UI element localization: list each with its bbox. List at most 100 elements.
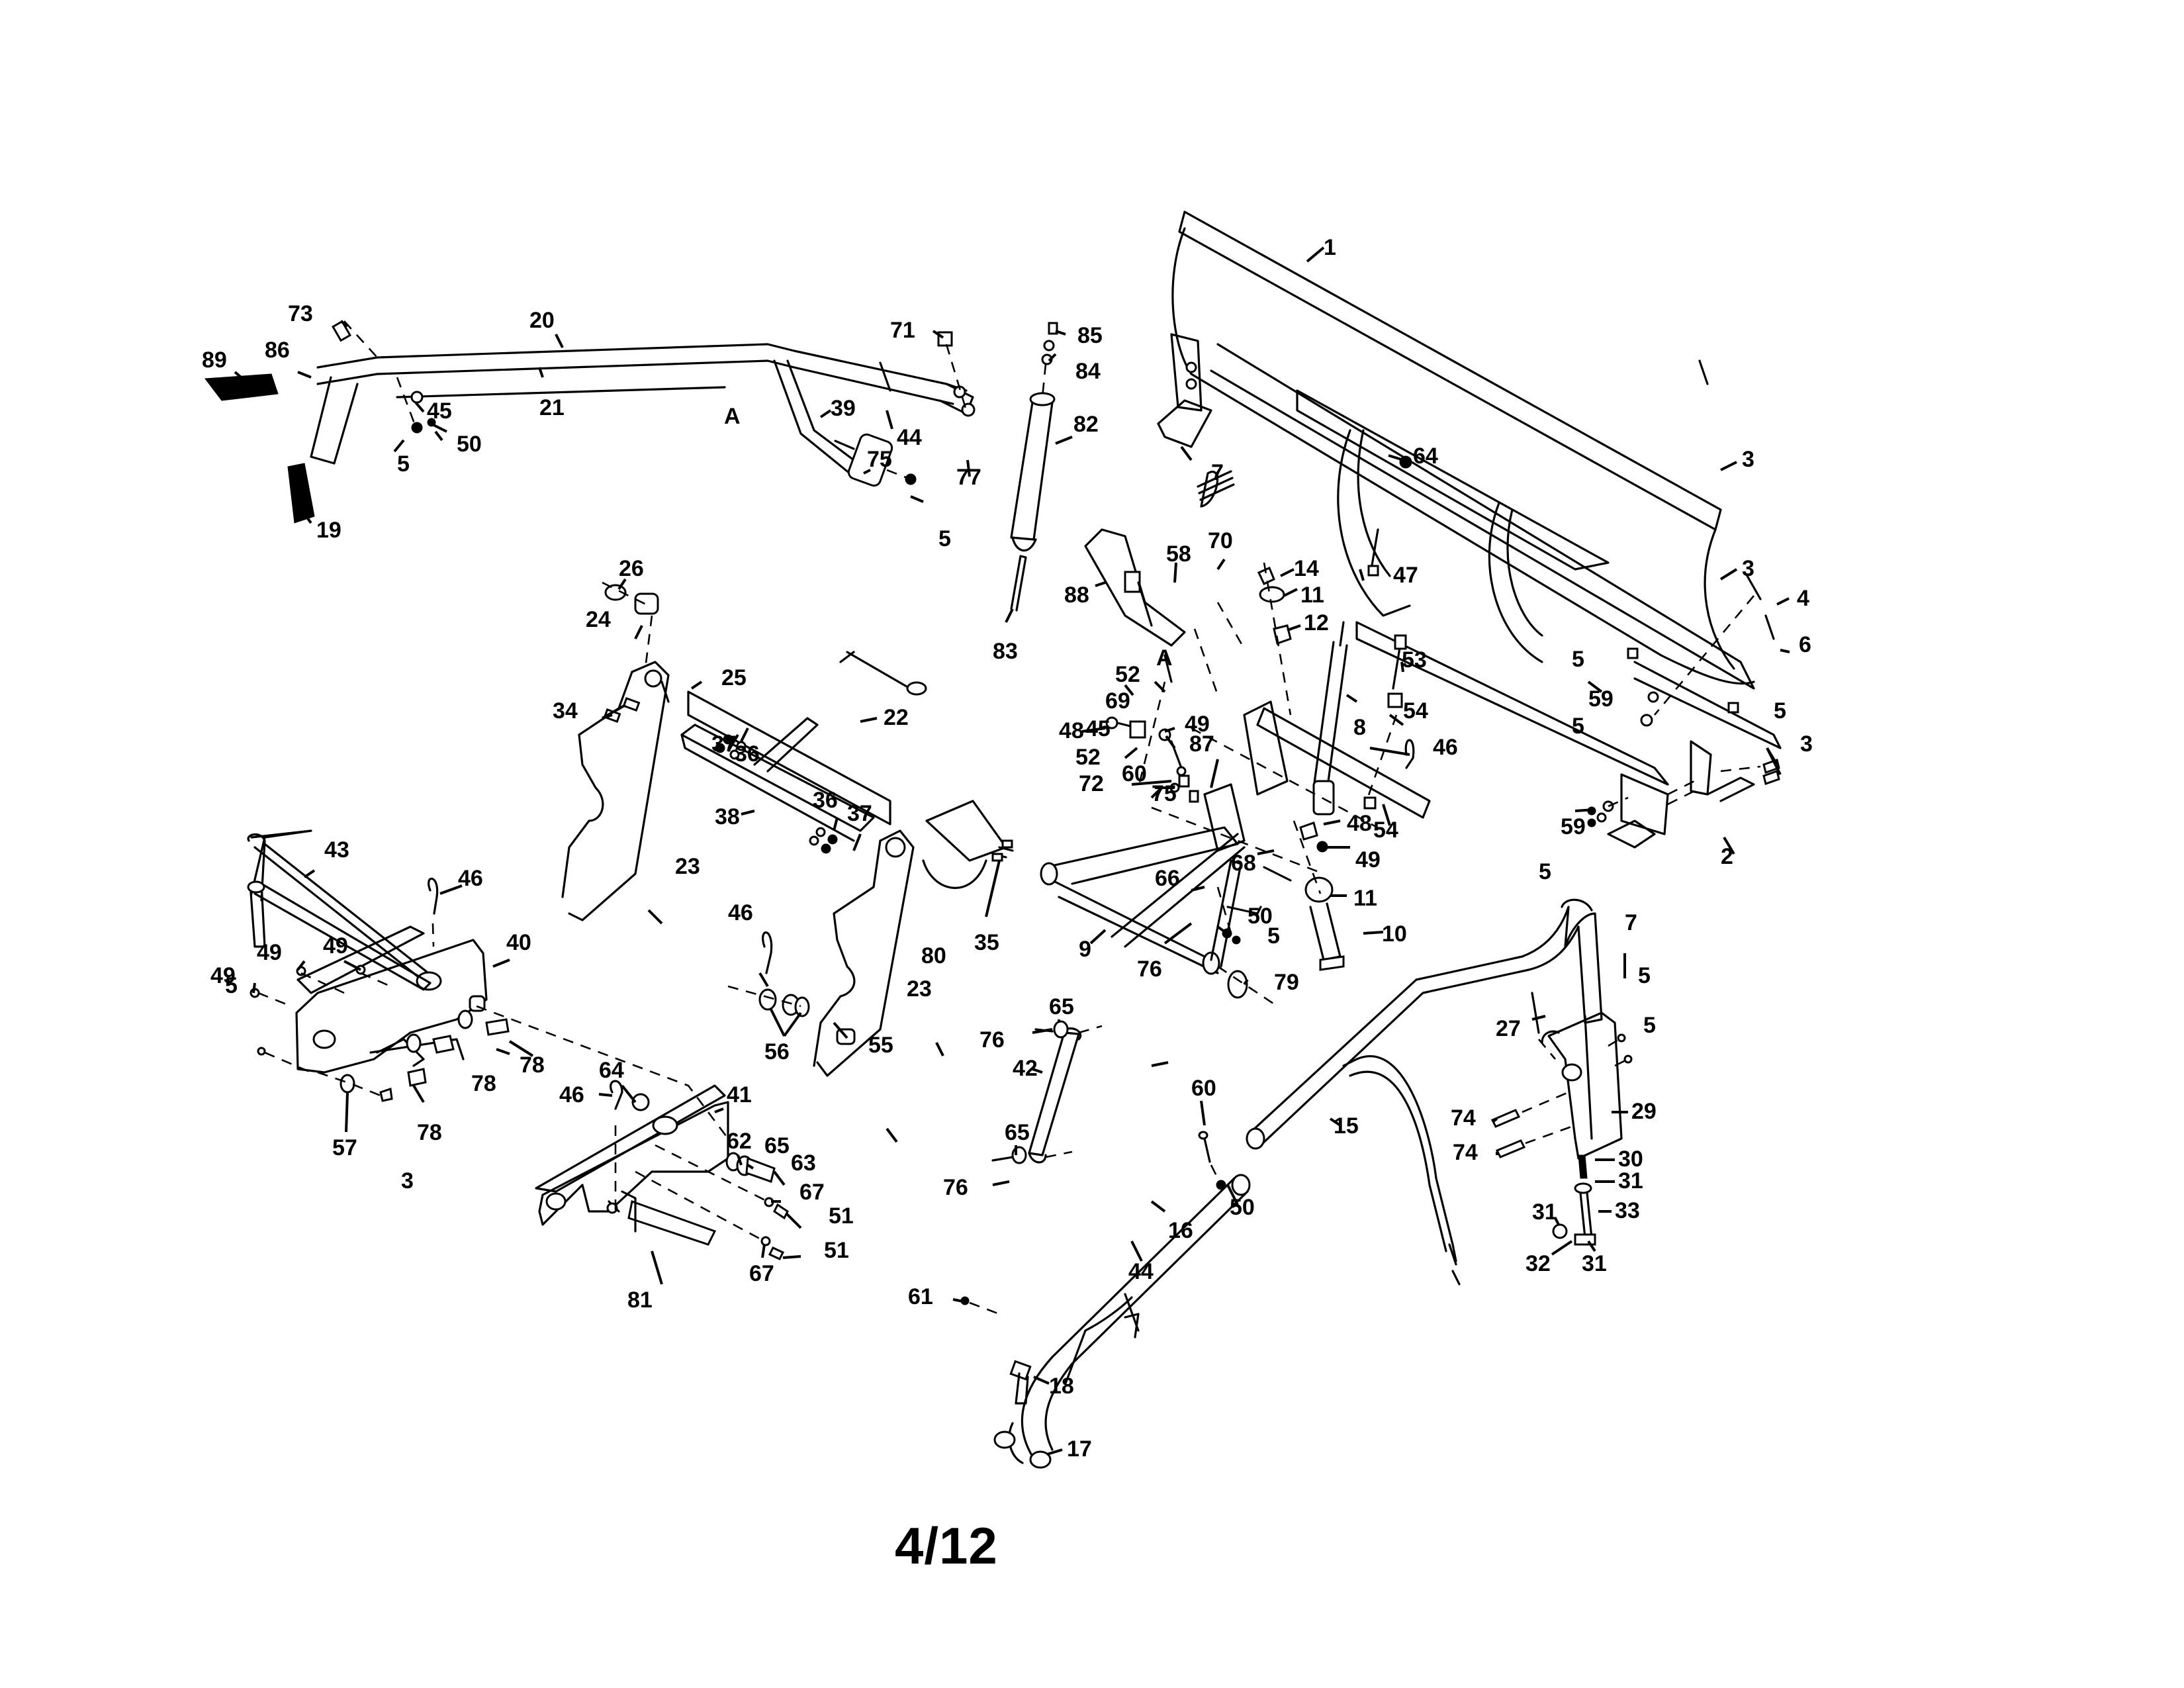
callout-5: 5 [1267, 923, 1280, 949]
callout-16: 16 [1168, 1218, 1193, 1243]
mount-plate-41-hardware [635, 1144, 789, 1260]
callout-77: 77 [956, 465, 981, 490]
callout-58: 58 [1166, 541, 1191, 567]
callout-49: 49 [257, 940, 282, 965]
callout-76: 76 [1137, 957, 1162, 982]
callout-7: 7 [1211, 460, 1224, 485]
callout-44: 44 [897, 425, 922, 450]
callout-68: 68 [1231, 851, 1256, 876]
callout-37: 37 [711, 731, 737, 757]
callout-35: 35 [974, 930, 999, 955]
callout-31: 31 [1532, 1199, 1557, 1225]
callout-60: 60 [1191, 1076, 1216, 1101]
callout-34: 34 [553, 698, 578, 724]
callout-29: 29 [1631, 1099, 1657, 1124]
callout-45: 45 [427, 399, 452, 424]
callout-65: 65 [1049, 994, 1074, 1019]
callout-40: 40 [506, 930, 531, 955]
callout-78: 78 [471, 1071, 496, 1096]
callout-71: 71 [890, 318, 915, 343]
callout-11: 11 [1353, 886, 1377, 911]
callout-52: 52 [1115, 662, 1140, 687]
callout-50: 50 [457, 432, 482, 457]
callout-5: 5 [1539, 859, 1551, 884]
callout-labels: 1 2 3 3 3 3 4 5 5 5 5 5 5 5 5 5 5 6 7 7 … [202, 235, 1813, 1462]
callout-47: 47 [1393, 563, 1418, 588]
callout-26: 26 [619, 556, 644, 581]
callout-7: 7 [1625, 910, 1637, 935]
callout-74: 74 [1451, 1105, 1476, 1131]
callout-39: 39 [831, 396, 856, 421]
page-number: 4/12 [895, 1517, 998, 1575]
callout-3: 3 [1742, 447, 1754, 472]
handle-grips [205, 373, 315, 524]
callout-49: 49 [323, 933, 348, 959]
callout-61: 61 [908, 1284, 933, 1309]
callout-65: 65 [764, 1133, 790, 1158]
callout-44: 44 [1128, 1259, 1154, 1284]
reference-marker-a-frame: A [1156, 645, 1173, 671]
callout-5: 5 [1572, 714, 1584, 739]
callout-89: 89 [202, 348, 227, 373]
callout-30: 30 [1618, 1147, 1643, 1172]
callout-88: 88 [1064, 583, 1089, 608]
a-frame-hardware [1105, 470, 1415, 1008]
callout-15: 15 [1334, 1113, 1359, 1139]
callout-75: 75 [1152, 781, 1177, 806]
callout-43: 43 [324, 837, 349, 863]
callout-49: 49 [1185, 712, 1210, 737]
callout-60: 60 [1122, 761, 1147, 786]
callout-1: 1 [1324, 235, 1336, 260]
callout-76: 76 [943, 1175, 968, 1200]
callout-5: 5 [1572, 647, 1584, 672]
callout-14: 14 [1294, 556, 1319, 581]
callout-52: 52 [1075, 745, 1101, 770]
callout-42: 42 [1013, 1056, 1038, 1081]
callout-5: 5 [397, 451, 410, 477]
lift-bracket-frame [561, 661, 1007, 1077]
callout-73: 73 [288, 301, 313, 326]
callout-12: 12 [1304, 610, 1329, 635]
callout-51: 51 [829, 1203, 854, 1229]
callout-17: 17 [1067, 1436, 1092, 1462]
callout-19: 19 [316, 518, 341, 543]
callout-36: 36 [813, 788, 838, 813]
right-plow-bracket [1587, 740, 1780, 849]
callout-36: 36 [735, 741, 760, 767]
callout-45: 45 [1085, 716, 1111, 741]
callout-53: 53 [1402, 647, 1427, 673]
callout-59: 59 [1561, 814, 1586, 839]
callout-5: 5 [938, 526, 951, 551]
callout-63: 63 [791, 1150, 816, 1176]
callout-83: 83 [993, 639, 1018, 664]
lower-handle-tube [993, 898, 1603, 1469]
callout-81: 81 [627, 1288, 653, 1313]
callout-25: 25 [721, 665, 747, 690]
callout-74: 74 [1453, 1140, 1478, 1165]
lift-bracket-hardware [602, 581, 1014, 1045]
callout-75: 75 [867, 447, 892, 472]
callout-33: 33 [1615, 1198, 1640, 1223]
callout-55: 55 [868, 1033, 893, 1058]
callout-86: 86 [265, 338, 290, 363]
callout-67: 67 [749, 1261, 774, 1286]
callout-62: 62 [727, 1129, 752, 1154]
callout-49: 49 [1355, 847, 1381, 872]
callout-31: 31 [1618, 1168, 1643, 1194]
blade-hardware [1367, 359, 1775, 727]
callout-24: 24 [586, 607, 611, 632]
callout-56: 56 [764, 1039, 790, 1064]
callout-57: 57 [332, 1135, 357, 1160]
callout-8: 8 [1353, 715, 1366, 740]
callout-78: 78 [520, 1053, 545, 1078]
callout-85: 85 [1077, 323, 1103, 348]
plow-bracket-left [1157, 333, 1212, 448]
right-mount-bracket [1490, 992, 1633, 1246]
callout-10: 10 [1382, 921, 1407, 947]
callout-3: 3 [401, 1168, 414, 1194]
callout-5: 5 [1638, 963, 1651, 988]
callout-4: 4 [1797, 586, 1809, 611]
callout-46: 46 [458, 866, 483, 891]
callout-76: 76 [979, 1027, 1005, 1053]
callout-46: 46 [728, 900, 753, 925]
